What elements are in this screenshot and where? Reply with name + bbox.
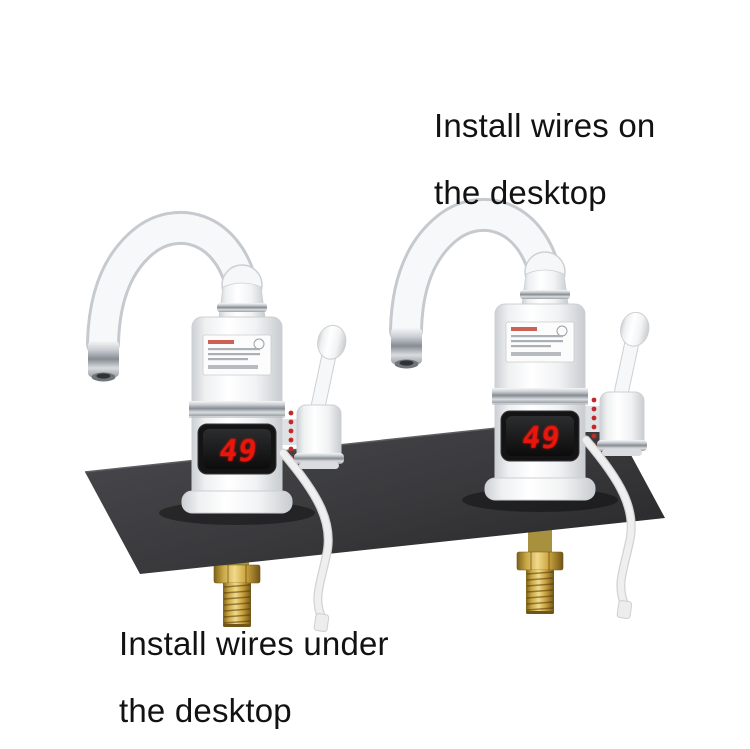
joint-chrome-ring: [520, 290, 570, 299]
brass-locknut: [213, 564, 261, 584]
display-screen: [506, 416, 574, 456]
body-chrome-band: [492, 388, 588, 403]
spec-sticker: [202, 334, 272, 376]
rod-end: [526, 611, 554, 614]
cable-connector: [616, 600, 633, 619]
bottom-annotation-line1: Install wires under: [119, 625, 389, 662]
temperature-display: 49: [520, 421, 563, 456]
spout: [392, 201, 559, 344]
nozzle-opening: [399, 360, 414, 366]
bottom-annotation-line2: the desktop: [119, 692, 292, 729]
spout-nozzle: [88, 341, 119, 377]
handle-base-cap: [299, 462, 339, 469]
thread-lines: [223, 584, 251, 624]
top-annotation: Install wires on the desktop: [434, 92, 655, 226]
base-flange: [484, 477, 596, 501]
temperature-display-value: 49: [520, 421, 563, 456]
rod-end: [223, 624, 251, 627]
top-annotation-line2: the desktop: [434, 174, 607, 211]
brass-locknut: [516, 551, 564, 571]
temperature-display-value: 49: [217, 434, 260, 469]
top-annotation-line1: Install wires on: [434, 107, 656, 144]
display-screen: [203, 429, 271, 469]
lever-knob: [620, 311, 650, 347]
temperature-display: 49: [217, 434, 260, 469]
handle-lever: [614, 311, 650, 399]
spec-sticker: [505, 321, 575, 363]
spout-nozzle: [391, 328, 422, 364]
handle-base-cap: [602, 449, 642, 456]
handle-chrome-ring: [597, 440, 647, 451]
lever-knob: [317, 324, 347, 360]
locknut-facets: [227, 565, 247, 583]
handle-lever: [311, 324, 347, 412]
power-cable: [582, 436, 635, 607]
bottom-annotation: Install wires under the desktop: [119, 610, 389, 744]
base-flange: [181, 490, 293, 514]
body-chrome-band: [189, 401, 285, 416]
nozzle-opening: [96, 373, 111, 379]
cable-connector: [313, 613, 330, 632]
joint-chrome-ring: [217, 303, 267, 312]
locknut-facets: [530, 552, 550, 570]
faucet-unit-left: 49: [86, 211, 347, 632]
band-shadow-line: [492, 403, 588, 405]
band-shadow-line: [189, 416, 285, 418]
thread-lines: [526, 571, 554, 611]
spout: [89, 214, 256, 357]
power-cable: [279, 449, 332, 620]
handle-chrome-ring: [294, 453, 344, 464]
faucet-unit-right: 49: [389, 198, 650, 619]
